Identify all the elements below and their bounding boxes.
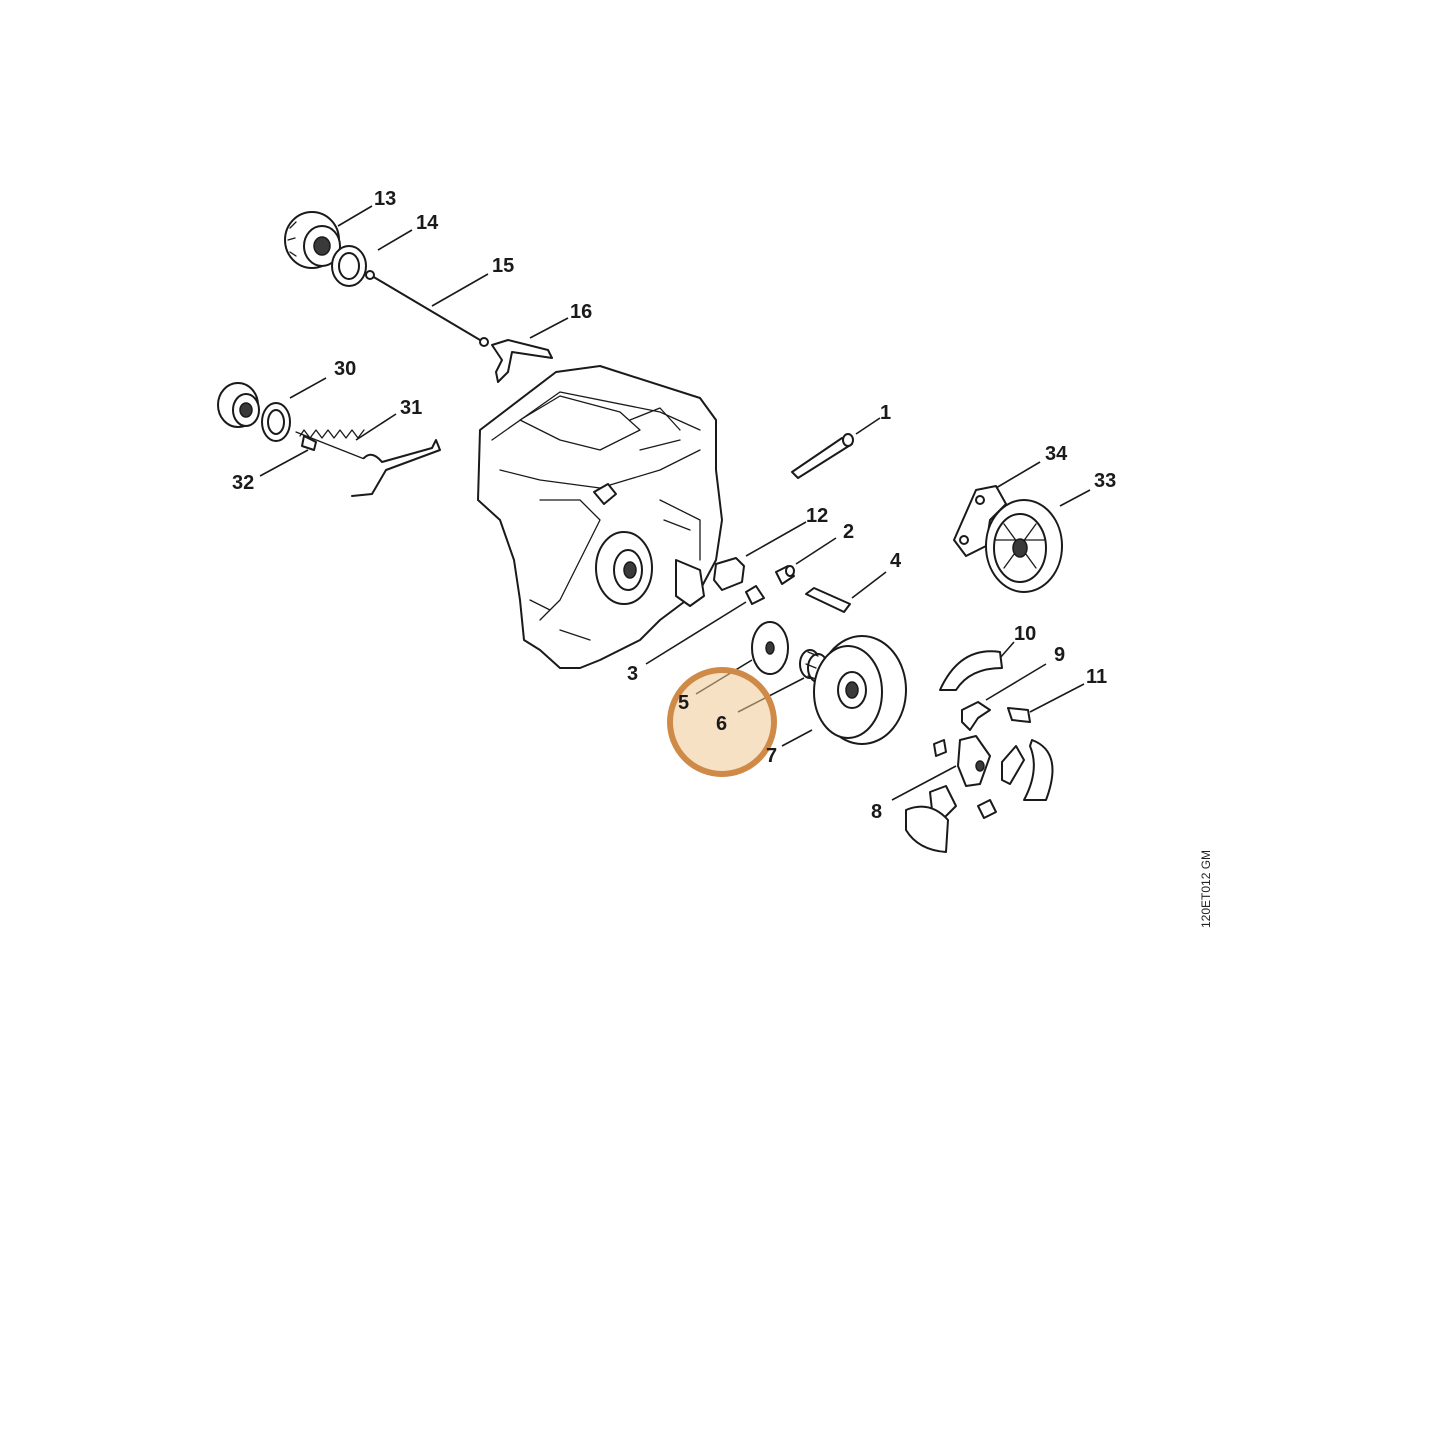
part-15-rod xyxy=(365,270,489,347)
crankcase-housing xyxy=(477,365,723,669)
part-30-nut xyxy=(217,382,260,428)
part-12-block xyxy=(713,557,745,591)
part-11-washer xyxy=(1007,707,1031,723)
callout-16: 16 xyxy=(570,301,592,323)
callout-6: 6 xyxy=(716,713,727,735)
callout-34: 34 xyxy=(1045,443,1068,465)
callout-3: 3 xyxy=(627,663,638,685)
callout-31: 31 xyxy=(400,397,422,419)
callout-13: 13 xyxy=(374,188,396,210)
part-14-washer xyxy=(331,245,367,287)
callout-2: 2 xyxy=(843,521,854,543)
leader-lines xyxy=(259,205,1091,801)
leader-32 xyxy=(259,449,309,477)
callout-30: 30 xyxy=(334,358,356,380)
leader-13 xyxy=(337,205,373,227)
leader-8 xyxy=(891,765,957,801)
part-1-bolt xyxy=(791,433,854,479)
leader-14 xyxy=(377,229,413,251)
part-2-sleeve xyxy=(775,565,795,585)
leader-33 xyxy=(1059,489,1091,507)
leader-3 xyxy=(645,601,747,665)
part-9-carrier xyxy=(961,701,991,731)
leader-15 xyxy=(431,273,489,307)
part-31-spring-rod xyxy=(261,402,441,497)
callout-32: 32 xyxy=(232,472,254,494)
leader-2 xyxy=(795,537,837,565)
part-4-shaft xyxy=(805,587,851,613)
leader-12 xyxy=(745,521,807,557)
leader-1 xyxy=(855,417,881,435)
part-7-clutch-drum xyxy=(813,635,907,745)
part-3-pin xyxy=(745,585,765,605)
callout-5: 5 xyxy=(678,692,689,714)
callout-11: 11 xyxy=(1086,666,1107,688)
part-32-screw xyxy=(301,435,317,451)
part-16-lever xyxy=(491,339,553,383)
callout-7: 7 xyxy=(766,745,777,767)
highlight-marker xyxy=(667,667,777,777)
callout-labels: 13 14 15 16 30 31 32 1 12 2 4 3 5 6 7 34… xyxy=(232,188,1116,823)
callout-14: 14 xyxy=(416,212,439,234)
leader-4 xyxy=(851,571,887,599)
leader-9 xyxy=(985,663,1047,701)
callout-9: 9 xyxy=(1054,644,1065,666)
leader-31 xyxy=(355,413,397,441)
part-13-nut xyxy=(284,211,341,269)
callout-1: 1 xyxy=(880,402,891,424)
callout-12: 12 xyxy=(806,505,828,527)
callout-15: 15 xyxy=(492,255,514,277)
leader-30 xyxy=(289,377,327,399)
callout-8: 8 xyxy=(871,801,882,823)
part-33-clutch-assembly xyxy=(985,499,1063,593)
part-5-washer xyxy=(751,621,789,675)
callout-4: 4 xyxy=(890,550,902,572)
part-10-clutch-shoe xyxy=(939,650,1003,691)
reference-code: 120ET012 GM xyxy=(1199,850,1213,928)
leader-16 xyxy=(529,317,569,339)
part-8-clutch-components xyxy=(905,735,1054,853)
leader-34 xyxy=(995,461,1041,489)
leader-11 xyxy=(1029,683,1085,713)
leader-10 xyxy=(999,641,1015,659)
callout-10: 10 xyxy=(1014,623,1036,645)
callout-33: 33 xyxy=(1094,470,1116,492)
leader-7 xyxy=(781,729,813,747)
